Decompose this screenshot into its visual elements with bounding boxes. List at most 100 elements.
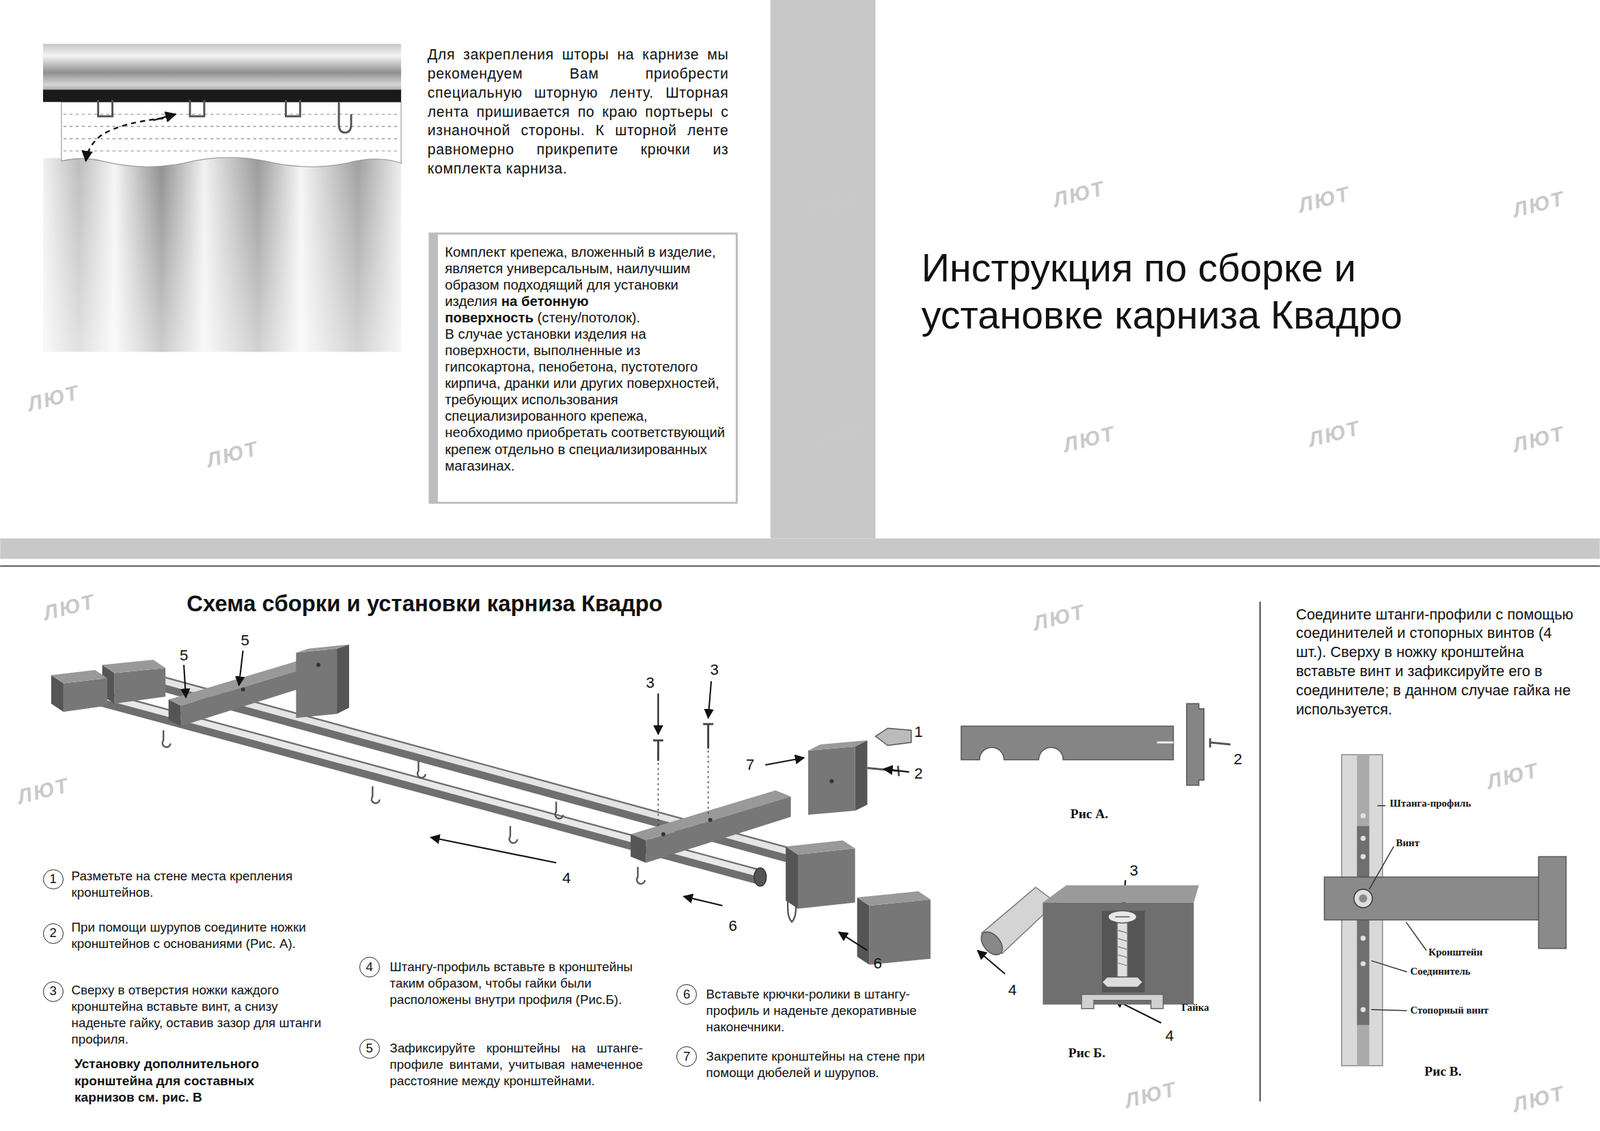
grey-band: [0, 565, 1600, 568]
figure-caption: Рис Б.: [1068, 1045, 1106, 1061]
instruction-text: Соедините штанги-профили с помощью соеди…: [1295, 605, 1578, 720]
assembly-illustration: [785, 840, 856, 855]
watermark: ЛЮТ: [1050, 176, 1109, 213]
step-number: 1: [43, 869, 64, 891]
intro-text: Для закрепления шторы на карнизе мы реко…: [427, 45, 729, 179]
assembly-illustration: [168, 699, 182, 727]
arrow: [239, 651, 244, 686]
figure-c: [1371, 1009, 1407, 1011]
arrow: [183, 665, 186, 699]
step-number-text: 7: [683, 1050, 691, 1064]
arrow: [708, 681, 712, 719]
callout-number: 4: [1165, 1027, 1174, 1045]
figure-b: [1114, 916, 1130, 918]
curtain-illustration: [98, 99, 113, 117]
callout-number: 4: [562, 869, 571, 887]
curtain-illustration: [63, 138, 401, 139]
figure-b: [976, 928, 1007, 960]
watermark: ЛЮТ: [1122, 1076, 1180, 1113]
figure-c: [1356, 826, 1370, 1026]
assembly-illustration: [162, 730, 171, 748]
curtain-illustration: [98, 99, 352, 133]
assembly-illustration: [797, 848, 856, 909]
figure-b: [1101, 910, 1146, 992]
assembly-illustration: [316, 663, 321, 668]
callout-number: 3: [710, 661, 719, 679]
step-text: При помощи шурупов соедините ножки кронш…: [71, 919, 335, 953]
figure-c: [1360, 1007, 1366, 1013]
assembly-illustration: [708, 818, 713, 823]
assembly-illustration: [241, 687, 246, 692]
assembly-illustration: [371, 786, 380, 804]
figure-c: [1405, 922, 1427, 951]
figure-b: [1116, 930, 1128, 934]
assembly-illustration: [661, 832, 666, 837]
watermark: ЛЮТ: [1030, 599, 1089, 636]
figure-b: [1116, 930, 1128, 967]
callout-number: 5: [179, 646, 188, 665]
arrow: [883, 769, 909, 772]
figure-b: [1116, 946, 1128, 950]
step-text: Разметьте на стене места крепления кронш…: [71, 868, 335, 902]
assembly-illustration: [707, 750, 709, 817]
arrow: [765, 757, 805, 765]
part-label: Кронштейн: [1428, 946, 1483, 960]
arrow: [183, 651, 1162, 1024]
step-number-text: 3: [49, 985, 57, 999]
assembly-illustration: [417, 761, 426, 779]
figure-a: [1209, 742, 1231, 745]
assembly-illustration: [630, 834, 646, 863]
assembly-illustration: [808, 746, 856, 816]
callout-number: 7: [746, 756, 755, 774]
figure-c: [1360, 961, 1366, 967]
assembly-illustration: [857, 897, 870, 966]
info-box-bar: [429, 233, 438, 503]
part-label: Штанга-профиль: [1389, 797, 1471, 811]
assembly-illustration: [829, 779, 834, 784]
step-number: 5: [359, 1039, 380, 1060]
note-text: Установку дополнительного кронштейна для…: [74, 1056, 308, 1107]
step-number: 4: [359, 957, 380, 978]
figure-c: [1324, 877, 1542, 921]
assembly-illustration: [702, 723, 714, 726]
grey-band: [770, 0, 876, 539]
curtain-illustration: [43, 157, 402, 352]
curtain-illustration: [63, 114, 401, 115]
callout-number: 6: [873, 955, 882, 973]
assembly-illustration: [336, 644, 350, 715]
info-box-bar: [429, 233, 737, 503]
figure-b: [1116, 963, 1128, 967]
arrow: [430, 837, 557, 863]
arrow: [683, 897, 723, 906]
figure-b: [1081, 994, 1163, 1010]
part-label: Стопорный винт: [1410, 1004, 1489, 1018]
callout-number: 1: [914, 723, 923, 741]
arrow: [838, 932, 868, 951]
watermark: ЛЮТ: [1484, 757, 1542, 794]
curtain-illustration: [153, 114, 176, 121]
figure-b: [1116, 920, 1128, 978]
callout-number: 3: [1129, 862, 1138, 880]
step-number: 7: [676, 1046, 697, 1068]
figure-c: [1354, 889, 1373, 908]
assembly-illustration: [162, 730, 796, 923]
curtain-illustration: [285, 99, 300, 117]
assembly-illustration: [181, 667, 311, 727]
figure-a: [1157, 741, 1174, 744]
figure-a: [1209, 738, 1212, 748]
step-text: Вставьте крючки-ролики в штангу-профиль …: [706, 986, 962, 1036]
figure-c: [1360, 836, 1366, 841]
assembly-illustration: [754, 868, 767, 887]
watermark: ЛЮТ: [25, 379, 83, 417]
assembly-illustration: [114, 668, 167, 704]
step-number-text: 1: [49, 873, 57, 887]
curtain-illustration: [43, 43, 402, 92]
watermark: ЛЮТ: [1510, 1080, 1568, 1117]
box-text: В случае установки изделия на поверхност…: [444, 325, 728, 474]
watermark: ЛЮТ: [1060, 420, 1119, 458]
part-label: Винт: [1395, 837, 1419, 850]
figure-b: [1108, 910, 1137, 923]
assembly-illustration: [555, 802, 564, 820]
figure-b: [1042, 903, 1194, 1005]
curtain-illustration: [338, 101, 352, 133]
